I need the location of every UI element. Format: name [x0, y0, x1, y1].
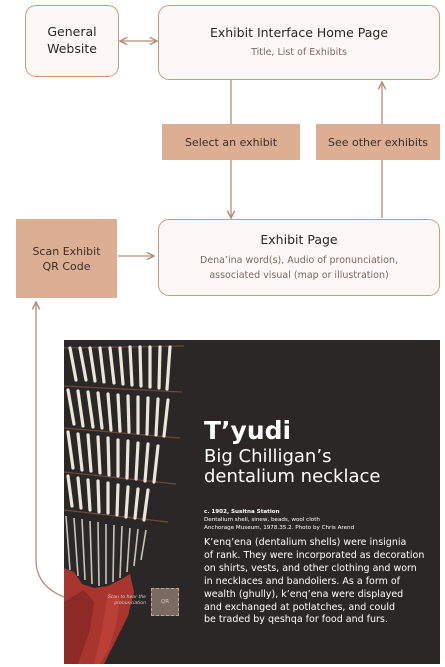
general-website-node: General Website	[25, 5, 119, 77]
see-other-exhibits-text: See other exhibits	[327, 135, 428, 149]
scan-qr-label-1: Scan Exhibit	[32, 244, 101, 258]
exhibit-description-line: and exchanged at potlatches, and could	[204, 601, 396, 613]
home-page-node: Exhibit Interface Home Page Title, List …	[158, 5, 440, 80]
exhibit-description: K’enq’ena (dentalium shells) were insign…	[204, 537, 436, 627]
exhibit-description-line: in necklaces and bandoliers. As a form o…	[204, 575, 401, 587]
scan-qr-node: Scan Exhibit QR Code	[16, 219, 117, 298]
necklace-illustration	[64, 340, 204, 664]
qr-caption: Scan to hear the pronunciation	[70, 595, 146, 607]
qr-caption-2: pronunciation	[114, 601, 146, 607]
home-page-subtitle: Title, List of Exhibits	[251, 46, 347, 58]
see-other-exhibits-label: See other exhibits	[316, 124, 440, 160]
exhibit-description-line: on shirts, vests, and other clothing and…	[204, 562, 417, 574]
exhibit-description-line: be traded by qeshqa for food and furs.	[204, 614, 388, 626]
exhibit-meta-2: Dentalium shell, sinew, beads, wool clot…	[204, 517, 320, 524]
scan-qr-label-2: QR Code	[42, 259, 91, 273]
general-website-label-1: General	[47, 24, 97, 40]
qr-code-placeholder[interactable]: QR	[151, 588, 179, 616]
exhibit-meta-1: c. 1902, Susitna Station	[204, 509, 280, 515]
exhibit-meta: c. 1902, Susitna Station Dentalium shell…	[204, 508, 354, 532]
exhibit-page-subtitle-2: associated visual (map or illustration)	[209, 269, 389, 281]
exhibit-description-line: of rank. They were incorporated as decor…	[204, 549, 425, 561]
exhibit-title: T’yudi	[204, 416, 292, 445]
exhibit-subtitle-1: Big Chilligan’s	[204, 446, 332, 467]
exhibit-page-node: Exhibit Page Dena’ina word(s), Audio of …	[158, 219, 440, 296]
qr-caption-1: Scan to hear the	[107, 595, 146, 600]
exhibit-page-subtitle-1: Dena’ina word(s), Audio of pronunciation…	[200, 254, 398, 266]
exhibit-subtitle: Big Chilligan’s dentalium necklace	[204, 446, 381, 488]
exhibit-panel-mockup: T’yudi Big Chilligan’s dentalium necklac…	[64, 340, 440, 664]
general-website-label-2: Website	[47, 41, 97, 56]
select-exhibit-label: Select an exhibit	[162, 124, 300, 160]
exhibit-meta-3: Anchorage Museum, 1978.35.2. Photo by Ch…	[204, 525, 355, 532]
exhibit-description-line: wealth (ghully), k’enq’ena were displaye…	[204, 588, 404, 600]
exhibit-description-line: K’enq’ena (dentalium shells) were insign…	[204, 537, 407, 548]
qr-label: QR	[160, 599, 170, 605]
exhibit-page-title: Exhibit Page	[260, 231, 338, 247]
exhibit-subtitle-2: dentalium necklace	[204, 466, 381, 488]
select-exhibit-text: Select an exhibit	[184, 135, 278, 149]
home-page-title: Exhibit Interface Home Page	[209, 24, 389, 40]
